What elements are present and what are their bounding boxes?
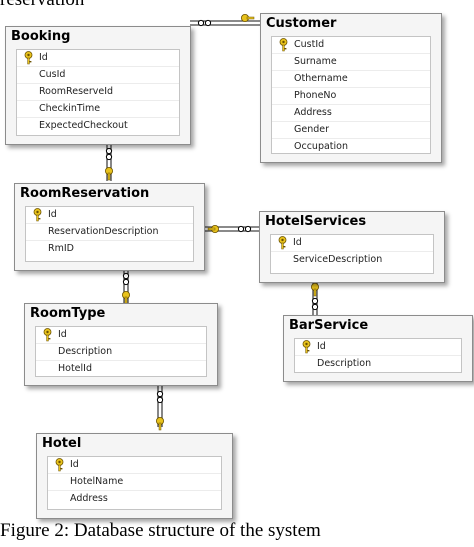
column-name: Id bbox=[39, 52, 48, 63]
column-name: HotelId bbox=[58, 363, 92, 374]
column-row: Id bbox=[271, 235, 433, 252]
column-name: ServiceDescription bbox=[293, 254, 383, 265]
column-name: CheckinTime bbox=[39, 103, 101, 114]
column-name: Occupation bbox=[294, 141, 348, 152]
relation-key-icon bbox=[207, 225, 219, 233]
column-name: Id bbox=[48, 209, 57, 220]
relation-key-icon bbox=[105, 167, 113, 181]
relation-booking-customer bbox=[190, 14, 261, 27]
column-name: PhoneNo bbox=[294, 90, 337, 101]
column-row: Occupation bbox=[272, 139, 430, 155]
column-row: Id bbox=[36, 327, 206, 344]
column-row: Id bbox=[26, 207, 193, 224]
column-name: Othername bbox=[294, 73, 348, 84]
column-row: HotelId bbox=[36, 361, 206, 377]
column-name: CustId bbox=[294, 39, 325, 50]
table-title: RoomReservation bbox=[20, 186, 150, 201]
column-row: CusId bbox=[17, 67, 179, 84]
primary-key-icon bbox=[301, 340, 312, 354]
column-row: Gender bbox=[272, 122, 430, 139]
table-booking[interactable]: Booking Id CusId RoomReserveId CheckinTi… bbox=[5, 26, 191, 145]
column-row: Id bbox=[48, 457, 221, 474]
relation-key-icon bbox=[156, 417, 164, 431]
column-row: Description bbox=[295, 356, 461, 372]
column-row: ExpectedCheckout bbox=[17, 118, 179, 134]
column-row: RmID bbox=[26, 241, 193, 257]
column-name: Id bbox=[70, 459, 79, 470]
primary-key-icon bbox=[277, 236, 288, 250]
relation-roomreservation-roomtype bbox=[122, 270, 130, 305]
column-row: HotelName bbox=[48, 474, 221, 491]
table-title: Booking bbox=[11, 29, 71, 44]
column-name: Surname bbox=[294, 56, 337, 67]
table-hotel[interactable]: Hotel Id HotelName Address bbox=[36, 433, 233, 519]
table-barservice[interactable]: BarService Id Description bbox=[283, 315, 473, 382]
column-row: Address bbox=[48, 491, 221, 507]
primary-key-icon bbox=[54, 458, 65, 472]
column-row: Surname bbox=[272, 54, 430, 71]
column-list: Id ReservationDescription RmID bbox=[25, 206, 194, 262]
table-title: BarService bbox=[289, 318, 369, 333]
table-title: Customer bbox=[266, 16, 337, 31]
relation-roomtype-hotel bbox=[156, 385, 164, 431]
table-customer[interactable]: Customer CustId Surname Othername PhoneN… bbox=[260, 13, 442, 163]
column-name: Id bbox=[293, 237, 302, 248]
column-name: ExpectedCheckout bbox=[39, 120, 128, 131]
column-row: Address bbox=[272, 105, 430, 122]
column-list: Id ServiceDescription bbox=[270, 234, 434, 274]
column-list: Id HotelName Address bbox=[47, 456, 222, 510]
table-hotelservices[interactable]: HotelServices Id ServiceDescription bbox=[259, 211, 445, 283]
column-name: CusId bbox=[39, 69, 66, 80]
column-name: Description bbox=[317, 358, 372, 369]
column-name: ReservationDescription bbox=[48, 226, 159, 237]
primary-key-icon bbox=[42, 328, 53, 342]
column-name: RoomReserveId bbox=[39, 86, 114, 97]
relation-key-icon bbox=[241, 14, 255, 22]
column-row: Othername bbox=[272, 71, 430, 88]
table-title: RoomType bbox=[30, 306, 106, 321]
column-name: HotelName bbox=[70, 476, 124, 487]
column-row: CheckinTime bbox=[17, 101, 179, 118]
column-list: Id Description bbox=[294, 338, 462, 373]
relation-booking-roomreservation bbox=[105, 145, 113, 181]
relation-key-icon bbox=[311, 283, 319, 297]
table-roomreservation[interactable]: RoomReservation Id ReservationDescriptio… bbox=[14, 183, 205, 271]
primary-key-icon bbox=[32, 208, 43, 222]
column-row: PhoneNo bbox=[272, 88, 430, 105]
relation-hotelservices-barservice bbox=[311, 281, 319, 316]
relation-roomreservation-hotelservices bbox=[204, 225, 259, 233]
column-list: Id Description HotelId bbox=[35, 326, 207, 377]
column-list: Id CusId RoomReserveId CheckinTime Expec… bbox=[16, 49, 180, 136]
table-roomtype[interactable]: RoomType Id Description HotelId bbox=[24, 303, 218, 386]
primary-key-icon bbox=[278, 38, 289, 52]
column-name: Address bbox=[70, 493, 108, 504]
column-name: Gender bbox=[294, 124, 330, 135]
column-name: Id bbox=[317, 341, 326, 352]
column-row: CustId bbox=[272, 37, 430, 54]
column-row: Id bbox=[17, 50, 179, 67]
column-name: Id bbox=[58, 329, 67, 340]
column-row: ServiceDescription bbox=[271, 252, 433, 268]
column-row: Id bbox=[295, 339, 461, 356]
column-row: ReservationDescription bbox=[26, 224, 193, 241]
top-caption-fragment: reservation bbox=[0, 0, 84, 11]
column-row: Description bbox=[36, 344, 206, 361]
column-list: CustId Surname Othername PhoneNo Address… bbox=[271, 36, 431, 154]
column-name: RmID bbox=[48, 243, 74, 254]
figure-caption: Figure 2: Database structure of the syst… bbox=[0, 520, 321, 541]
table-title: HotelServices bbox=[265, 214, 367, 229]
column-row: RoomReserveId bbox=[17, 84, 179, 101]
column-name: Address bbox=[294, 107, 332, 118]
column-name: Description bbox=[58, 346, 113, 357]
table-title: Hotel bbox=[42, 436, 82, 451]
primary-key-icon bbox=[23, 51, 34, 65]
